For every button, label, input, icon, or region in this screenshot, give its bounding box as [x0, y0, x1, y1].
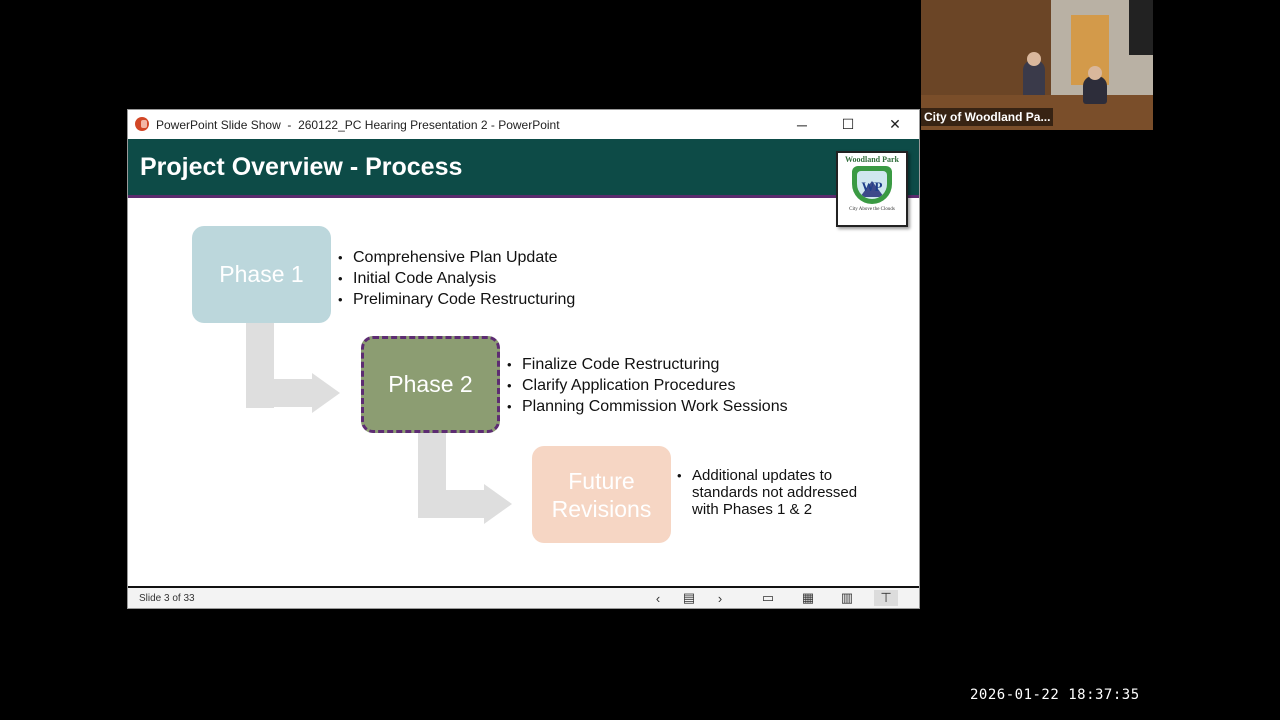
- cam-person-head: [1088, 66, 1102, 80]
- webcam-feed[interactable]: City of Woodland Pa...: [921, 0, 1153, 130]
- header-divider: [128, 195, 919, 198]
- title-bar: PowerPoint Slide Show - 260122_PC Hearin…: [128, 110, 919, 140]
- logo-shield-icon: WP: [852, 166, 892, 204]
- phase-1-box: Phase 1: [192, 226, 331, 323]
- slide-header: Project Overview - Process: [128, 139, 919, 195]
- woodland-park-logo: Woodland Park WP City Above the Clouds: [836, 151, 908, 227]
- reading-view-icon[interactable]: ▥: [840, 590, 854, 605]
- logo-tagline: City Above the Clouds: [849, 207, 895, 212]
- cam-person-head: [1027, 52, 1041, 66]
- powerpoint-icon: [135, 117, 149, 131]
- bullet-item: Comprehensive Plan Update: [338, 247, 575, 268]
- arrow-shaft-horizontal: [418, 490, 484, 518]
- slide-title: Project Overview - Process: [140, 153, 463, 181]
- previous-slide-button[interactable]: ‹: [655, 590, 661, 606]
- phase-1-bullets: Comprehensive Plan Update Initial Code A…: [338, 247, 575, 310]
- future-revisions-bullets: Additional updates to standards not addr…: [677, 467, 887, 518]
- phase-2-box: Phase 2: [361, 336, 500, 433]
- window-title: PowerPoint Slide Show - 260122_PC Hearin…: [156, 118, 560, 132]
- cam-person: [1023, 60, 1045, 98]
- slide-counter: Slide 3 of 33: [139, 593, 195, 604]
- logo-name: Woodland Park: [844, 155, 899, 164]
- mountain-icon: [860, 181, 884, 197]
- logo-initials: WP: [861, 179, 883, 194]
- bullet-item: Preliminary Code Restructuring: [338, 289, 575, 310]
- arrow-head-icon: [484, 484, 512, 524]
- slideshow-status-bar: Slide 3 of 33 ‹ ▤ › ▭ ▦ ▥ ⊤: [128, 586, 919, 608]
- slide-sorter-icon[interactable]: ▦: [801, 590, 815, 605]
- logo-shield-inner: WP: [857, 171, 887, 199]
- slideshow-view-icon[interactable]: ⊤: [874, 590, 898, 606]
- powerpoint-window: PowerPoint Slide Show - 260122_PC Hearin…: [127, 109, 920, 609]
- bullet-item: Initial Code Analysis: [338, 268, 575, 289]
- minimize-button[interactable]: ─: [797, 116, 807, 133]
- arrow-shaft-horizontal: [246, 379, 312, 407]
- bullet-item: Additional updates to standards not addr…: [677, 467, 887, 518]
- future-revisions-box: Future Revisions: [532, 446, 671, 543]
- cam-person: [1083, 76, 1107, 104]
- normal-view-icon[interactable]: ▭: [761, 590, 775, 605]
- arrow-head-icon: [312, 373, 340, 413]
- maximize-button[interactable]: ☐: [841, 116, 855, 132]
- bullet-item: Planning Commission Work Sessions: [507, 396, 788, 417]
- cam-tv: [1129, 0, 1153, 55]
- notes-icon[interactable]: ▤: [682, 590, 696, 605]
- recording-timestamp: 2026-01-22 18:37:35: [970, 687, 1140, 703]
- phase-2-bullets: Finalize Code Restructuring Clarify Appl…: [507, 354, 788, 417]
- slide-canvas[interactable]: Project Overview - Process Woodland Park…: [128, 139, 919, 586]
- next-slide-button[interactable]: ›: [717, 590, 723, 606]
- bullet-item: Finalize Code Restructuring: [507, 354, 788, 375]
- webcam-label: City of Woodland Pa...: [921, 108, 1054, 126]
- bullet-item: Clarify Application Procedures: [507, 375, 788, 396]
- close-button[interactable]: ✕: [889, 116, 901, 132]
